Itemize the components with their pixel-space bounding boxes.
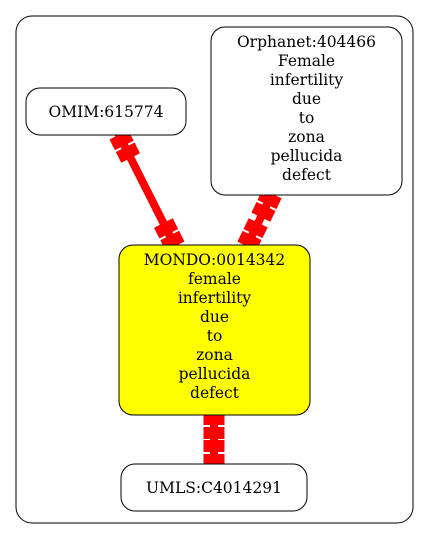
node-label-line: defect bbox=[282, 166, 332, 184]
node-label-line: Orphanet:404466 bbox=[237, 33, 376, 51]
node-label-line: to bbox=[207, 327, 223, 345]
node-label-line: pellucida bbox=[271, 147, 343, 165]
node-label-line: Female bbox=[278, 52, 335, 70]
node-label-line: to bbox=[299, 109, 315, 127]
node-omim[interactable]: OMIM:615774 bbox=[25, 87, 187, 136]
node-box bbox=[25, 87, 187, 136]
edge-mondo-umls bbox=[203, 411, 225, 468]
node-orphanet[interactable]: Orphanet:404466Femaleinfertilityduetozon… bbox=[210, 26, 403, 196]
edge-head-marker bbox=[154, 218, 179, 239]
node-umls[interactable]: UMLS:C4014291 bbox=[120, 463, 308, 512]
edge-tail-marker bbox=[115, 142, 140, 163]
node-label-line: due bbox=[292, 90, 321, 108]
node-label-line: zona bbox=[196, 346, 233, 364]
node-label-line: MONDO:0014342 bbox=[144, 251, 286, 269]
node-label-line: zona bbox=[288, 128, 325, 146]
edge-tail-marker bbox=[251, 201, 276, 222]
node-label-line: pellucida bbox=[179, 365, 251, 383]
node-label-line: infertility bbox=[178, 289, 252, 307]
node-label-line: UMLS:C4014291 bbox=[146, 479, 282, 497]
node-box bbox=[118, 244, 311, 416]
node-label-line: defect bbox=[190, 384, 240, 402]
nodes-layer: OMIM:615774Orphanet:404466Femaleinfertil… bbox=[25, 26, 403, 512]
node-box bbox=[120, 463, 308, 512]
node-label-line: female bbox=[188, 270, 241, 288]
edge-head-marker bbox=[203, 440, 225, 452]
node-label-line: due bbox=[200, 308, 229, 326]
node-label-line: OMIM:615774 bbox=[49, 103, 164, 121]
edge-head-marker bbox=[243, 218, 268, 239]
edge-tail-marker bbox=[203, 427, 225, 439]
node-mondo[interactable]: MONDO:0014342femaleinfertilityduetozonap… bbox=[118, 244, 311, 416]
node-box bbox=[210, 26, 403, 196]
node-label-line: infertility bbox=[270, 71, 344, 89]
